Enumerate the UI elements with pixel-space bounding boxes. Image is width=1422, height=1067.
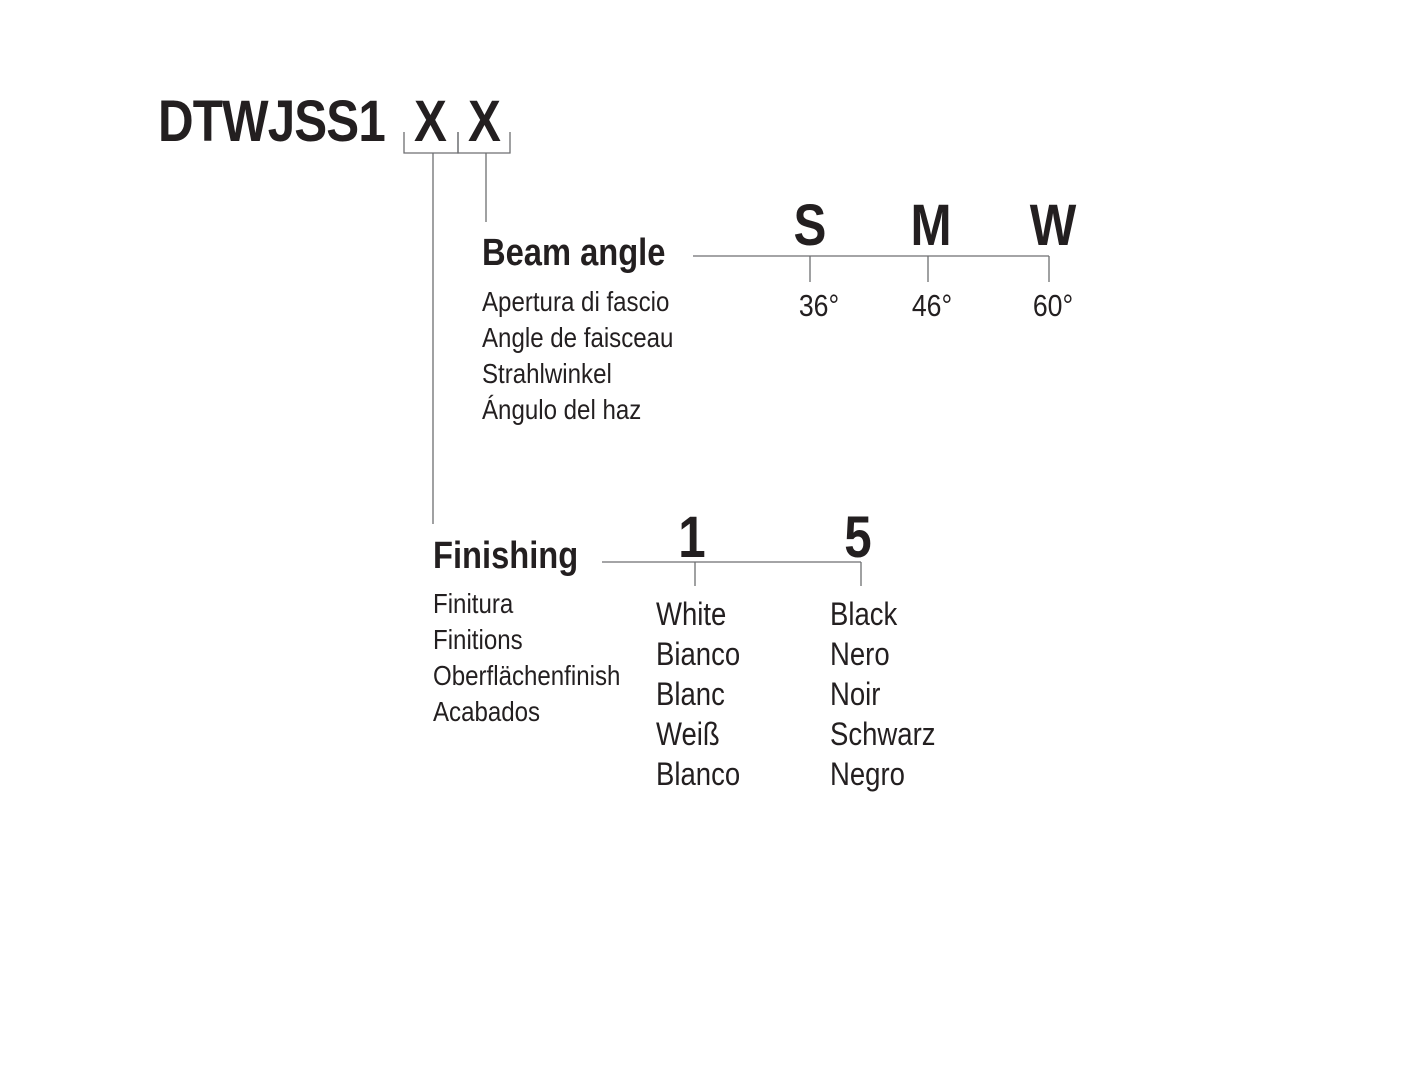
finish-option-1-names: White Bianco Blanc Weiß Blanco (656, 594, 740, 794)
translation-es: Ángulo del haz (482, 394, 642, 425)
color-name-en: White (656, 596, 727, 632)
translation-es: Acabados (433, 696, 541, 727)
product-code: DTWJSS1 (158, 88, 386, 155)
code-prefix: DTWJSS1 (158, 89, 386, 154)
code-slot-finishing: X (414, 89, 447, 154)
translation-de: Oberflächenfinish (433, 660, 621, 691)
finishing-heading: Finishing (433, 535, 579, 577)
color-name-en: Black (830, 596, 898, 632)
beam-option-w-code: W (1029, 193, 1077, 258)
beam-option-w-value: 60° (1032, 288, 1074, 323)
beam-angle-heading: Beam angle (482, 232, 666, 274)
translation-fr: Angle de faisceau (482, 322, 674, 353)
color-name-es: Negro (830, 756, 905, 792)
translation-fr: Finitions (433, 624, 523, 655)
beam-option-s-code: S (793, 193, 827, 258)
finish-option-5-code: 5 (844, 505, 872, 570)
color-name-es: Blanco (656, 756, 741, 792)
bracket-slot-2 (457, 132, 511, 154)
beam-option-m-value: 46° (911, 288, 953, 323)
color-name-it: Nero (830, 636, 890, 672)
color-name-de: Weiß (656, 716, 720, 752)
translation-de: Strahlwinkel (482, 358, 612, 389)
finishing-translations: Finitura Finitions Oberflächenfinish Aca… (433, 586, 620, 730)
translation-it: Apertura di fascio (482, 286, 670, 317)
finish-option-5-names: Black Nero Noir Schwarz Negro (830, 594, 936, 794)
code-slot-beam-angle: X (468, 89, 501, 154)
beam-option-m-code: M (910, 193, 952, 258)
finish-option-1-code: 1 (678, 505, 706, 570)
color-name-de: Schwarz (830, 716, 936, 752)
color-name-fr: Noir (830, 676, 881, 712)
color-name-it: Bianco (656, 636, 741, 672)
translation-it: Finitura (433, 588, 514, 619)
beam-angle-translations: Apertura di fascio Angle de faisceau Str… (482, 284, 673, 428)
color-name-fr: Blanc (656, 676, 725, 712)
beam-option-s-value: 36° (798, 288, 840, 323)
